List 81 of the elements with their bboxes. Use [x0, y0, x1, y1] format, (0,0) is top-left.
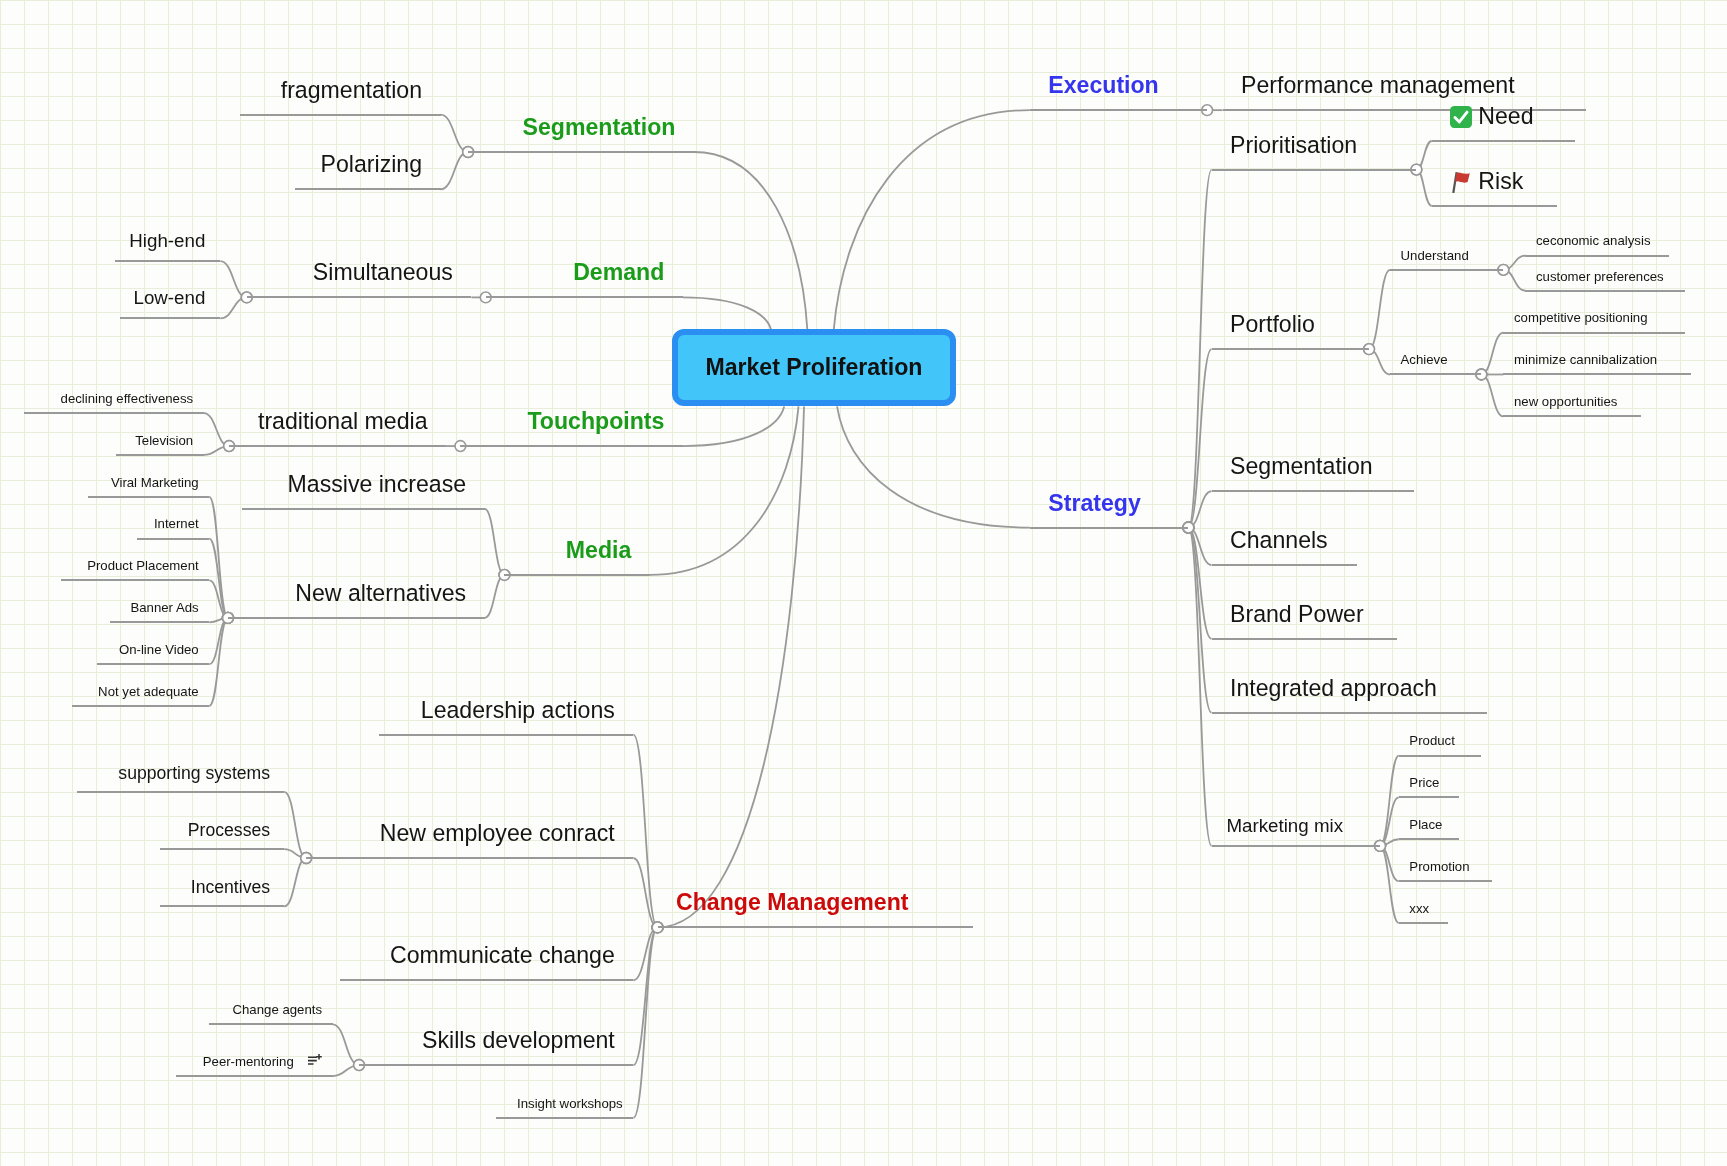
branch-label: Television	[135, 432, 194, 449]
branch-label: declining effectiveness	[60, 390, 194, 407]
branch-label: Risk	[1478, 167, 1524, 196]
branch-label: Polarizing	[320, 151, 423, 180]
branch-line	[176, 1053, 333, 1078]
branch-label: traditional media	[257, 408, 428, 436]
branch-label: Achieve	[1400, 352, 1448, 369]
connector-line	[331, 1058, 366, 1077]
connector-line	[1497, 263, 1527, 292]
connector-line	[439, 145, 475, 191]
branch-label: Change agents	[232, 1002, 323, 1018]
branch-label: On-line Video	[118, 642, 199, 658]
connector-line	[1410, 163, 1433, 207]
branch-title: Strategy	[1048, 489, 1141, 518]
branch-label: Product Placement	[87, 558, 199, 575]
branch-label: minimize cannibalization	[1513, 352, 1658, 369]
branch-label: New alternatives	[295, 579, 467, 608]
connector-line	[1475, 368, 1505, 418]
branch-label: High-end	[129, 230, 206, 253]
branch-label: Portfolio	[1230, 311, 1315, 339]
connector-line	[632, 921, 664, 1119]
connector-line	[1373, 839, 1400, 924]
connector-line	[202, 439, 236, 456]
connector-line	[648, 405, 800, 576]
branch-label: Marketing mix	[1226, 814, 1343, 838]
branch-label: Communicate change	[390, 942, 615, 970]
branch-label: Place	[1409, 817, 1443, 833]
branch-label: Segmentation	[1230, 453, 1373, 481]
branch-label: Brand Power	[1230, 600, 1364, 629]
connector-line	[681, 296, 772, 331]
branch-label: Product	[1409, 733, 1455, 750]
branch-label: Understand	[1400, 247, 1469, 264]
branch-label: Performance management	[1241, 72, 1515, 100]
branch-title: Segmentation	[522, 114, 676, 142]
branch-label: Not yet adequate	[98, 683, 199, 700]
branch-title: Media	[565, 536, 632, 565]
branch-title: Execution	[1048, 72, 1159, 100]
branch-label: supporting systems	[118, 762, 271, 784]
connector-line	[219, 291, 253, 320]
connector-line	[681, 405, 786, 447]
branch-label: xxx	[1409, 900, 1430, 917]
branch-title: Change Management	[676, 889, 909, 918]
central-topic-box	[671, 329, 956, 407]
branch-label: new opportunities	[1513, 394, 1618, 411]
branch-label: fragmentation	[280, 76, 423, 105]
branch-label: Low-end	[133, 287, 206, 310]
connector-line	[1182, 521, 1213, 847]
connector-line	[693, 151, 809, 331]
branch-label: ceconomic analysis	[1536, 233, 1651, 250]
connector-line	[283, 851, 313, 908]
branch-label: Viral Marketing	[110, 474, 199, 491]
branch-label: competitive positioning	[1513, 310, 1648, 327]
branch-label: Promotion	[1409, 858, 1470, 875]
connector-line	[1200, 103, 1224, 117]
connector-line	[1362, 342, 1391, 376]
branch-label: Price	[1409, 775, 1440, 792]
branch-label: Skills development	[422, 1027, 615, 1055]
branch-label: Incentives	[190, 877, 271, 899]
branch-label: Prioritisation	[1230, 131, 1358, 160]
branch-label: Massive increase	[287, 470, 467, 499]
connector-line	[483, 568, 511, 619]
connector-line	[836, 405, 1031, 529]
branch-label: Integrated approach	[1230, 674, 1437, 703]
connector-line	[445, 439, 467, 453]
branch-label: Banner Ads	[130, 600, 199, 616]
connector-line	[832, 109, 1031, 331]
branch-title: Demand	[573, 259, 665, 288]
connector-line	[470, 291, 492, 304]
branch-label: New employee conract	[379, 820, 615, 848]
branch-title: Touchpoints	[527, 408, 665, 436]
branch-label: customer preferences	[1536, 268, 1664, 285]
branch-label: Processes	[187, 819, 271, 842]
branch-label: Need	[1478, 102, 1534, 131]
connector-line	[208, 611, 235, 707]
branch-label: Channels	[1230, 527, 1328, 555]
branch-label: Simultaneous	[312, 259, 453, 288]
central-topic-label: Market Proliferation	[705, 354, 923, 382]
branch-label: Leadership actions	[420, 696, 615, 725]
branch-label: Peer-mentoring	[202, 1053, 294, 1070]
branch-label: Insight workshops	[517, 1095, 623, 1112]
branch-label: Internet	[153, 516, 199, 533]
